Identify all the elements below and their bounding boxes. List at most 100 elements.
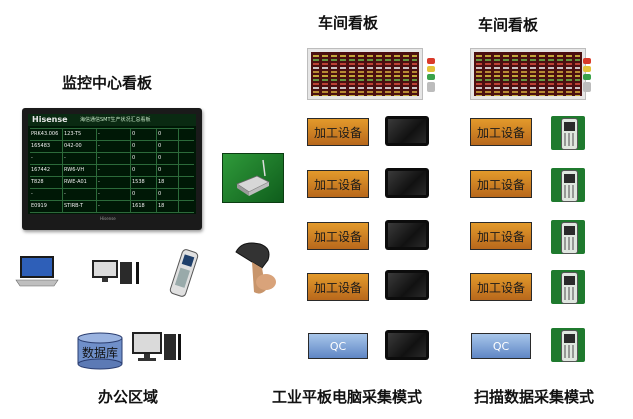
screen-table-cell: - xyxy=(98,203,100,209)
workshop-board-label-1: 车间看板 xyxy=(318,14,379,32)
grid-row-line xyxy=(30,164,194,165)
monitor-center-screen: Hisense 海信通信SMT生产状况汇总看板 PRK43.006 123-T5 -… xyxy=(22,108,202,230)
screen-table-cell: - xyxy=(64,191,66,197)
scan-terminal-icon xyxy=(551,116,585,150)
scan-terminal-icon xyxy=(551,328,585,362)
board-text-line xyxy=(476,59,580,61)
screen-table-cell: 0 xyxy=(158,191,162,197)
screen-table-cell: RWE-A01 xyxy=(64,179,87,185)
processing-equipment-box: 加工设备 xyxy=(307,222,369,250)
board-text-line xyxy=(313,67,417,69)
grid-column-line xyxy=(96,128,97,212)
screen-table-cell: - xyxy=(31,155,33,161)
scan-terminal-icon xyxy=(551,220,585,254)
signal-light-2-icon xyxy=(582,56,592,94)
board-text-line xyxy=(313,79,417,81)
industrial-tablet-icon xyxy=(385,270,429,300)
scan-mode-label: 扫描数据采集模式 xyxy=(474,388,595,406)
grid-row-line xyxy=(30,176,194,177)
board-text-line xyxy=(476,67,580,69)
board-text-line xyxy=(476,71,580,73)
scan-terminal-icon xyxy=(551,270,585,304)
board-text-line xyxy=(476,63,580,65)
barcode-scanner-icon xyxy=(232,238,284,298)
board-text-line xyxy=(313,83,417,85)
screen-table-cell: PRK43.006 xyxy=(31,131,59,137)
screen-table-cell: 0 xyxy=(158,131,162,137)
grid-row-line xyxy=(30,188,194,189)
wireless-gateway xyxy=(222,153,284,203)
board-text-line xyxy=(313,87,417,89)
screen-table-cell: RW6-VH xyxy=(64,167,85,173)
screen-table-cell: 0 xyxy=(132,167,136,173)
screen-table-cell: T828 xyxy=(31,179,44,185)
office-area-label: 办公区域 xyxy=(98,388,159,406)
board-text-line xyxy=(313,75,417,77)
screen-table-cell: 0 xyxy=(158,155,162,161)
screen-table-cell: 1618 xyxy=(132,203,145,209)
database-label: 数据库 xyxy=(81,346,118,360)
industrial-tablet-icon xyxy=(385,168,429,198)
screen-table-cell: 167442 xyxy=(31,167,51,173)
processing-equipment-box: 加工设备 xyxy=(470,273,532,301)
screen-table-cell: 0 xyxy=(158,143,162,149)
screen-table-cell: 1538 xyxy=(132,179,145,185)
workshop-board-2-screen xyxy=(474,52,582,96)
laptop-icon xyxy=(14,254,60,288)
handheld-terminal-icon xyxy=(166,248,200,300)
industrial-tablet-icon xyxy=(385,220,429,250)
board-text-line xyxy=(476,75,580,77)
screen-table-cell: 18 xyxy=(158,179,165,185)
grid-row-line xyxy=(30,140,194,141)
workshop-board-1-screen xyxy=(311,52,419,96)
board-text-line xyxy=(313,71,417,73)
processing-equipment-box: 加工设备 xyxy=(307,118,369,146)
processing-equipment-box: 加工设备 xyxy=(307,170,369,198)
processing-equipment-box: 加工设备 xyxy=(470,170,532,198)
screen-table-cell: - xyxy=(98,191,100,197)
desktop-pc-icon xyxy=(90,258,142,286)
board-text-line xyxy=(313,95,417,96)
server-pc-icon xyxy=(130,330,182,364)
board-text-line xyxy=(476,83,580,85)
screen-table-cell: - xyxy=(31,191,33,197)
grid-row-line xyxy=(30,128,194,129)
tablet-mode-label: 工业平板电脑采集模式 xyxy=(272,388,423,406)
workshop-board-label-2: 车间看板 xyxy=(478,16,539,34)
processing-equipment-box: 加工设备 xyxy=(307,273,369,301)
qc-box: QC xyxy=(471,333,531,359)
industrial-tablet-icon xyxy=(385,330,429,360)
industrial-tablet-icon xyxy=(385,116,429,146)
board-text-line xyxy=(476,79,580,81)
screen-table-cell: 0 xyxy=(132,143,136,149)
screen-table-cell: E0919 xyxy=(31,203,47,209)
board-text-line xyxy=(476,95,580,96)
screen-title-bar: Hisense 海信通信SMT生产状况汇总看板 xyxy=(28,114,196,126)
grid-row-line xyxy=(30,212,194,213)
scan-terminal-icon xyxy=(551,168,585,202)
screen-table-cell: 18 xyxy=(158,203,165,209)
signal-light-1-icon xyxy=(426,56,436,94)
board-text-line xyxy=(313,55,417,57)
board-text-line xyxy=(313,63,417,65)
monitor-center-label: 监控中心看板 xyxy=(62,74,153,92)
screen-table-cell: 0 xyxy=(158,167,162,173)
screen-table-cell: - xyxy=(64,155,66,161)
screen-table-cell: - xyxy=(98,155,100,161)
board-text-line xyxy=(476,87,580,89)
hisense-logo: Hisense xyxy=(32,115,68,124)
processing-equipment-box: 加工设备 xyxy=(470,222,532,250)
screen-table-cell: 165483 xyxy=(31,143,51,149)
screen-table-cell: 123-T5 xyxy=(64,131,82,137)
grid-column-line xyxy=(156,128,157,212)
processing-equipment-box: 加工设备 xyxy=(470,118,532,146)
grid-column-line xyxy=(178,128,179,212)
screen-display: Hisense 海信通信SMT生产状况汇总看板 PRK43.006 123-T5 -… xyxy=(28,114,196,214)
screen-table-cell: - xyxy=(98,167,100,173)
screen-table-cell: 0 xyxy=(132,131,136,137)
workshop-board-2 xyxy=(470,48,586,100)
screen-heading: 海信通信SMT生产状况汇总看板 xyxy=(80,117,151,123)
board-text-line xyxy=(476,55,580,57)
screen-table-cell: - xyxy=(98,179,100,185)
grid-row-line xyxy=(30,152,194,153)
